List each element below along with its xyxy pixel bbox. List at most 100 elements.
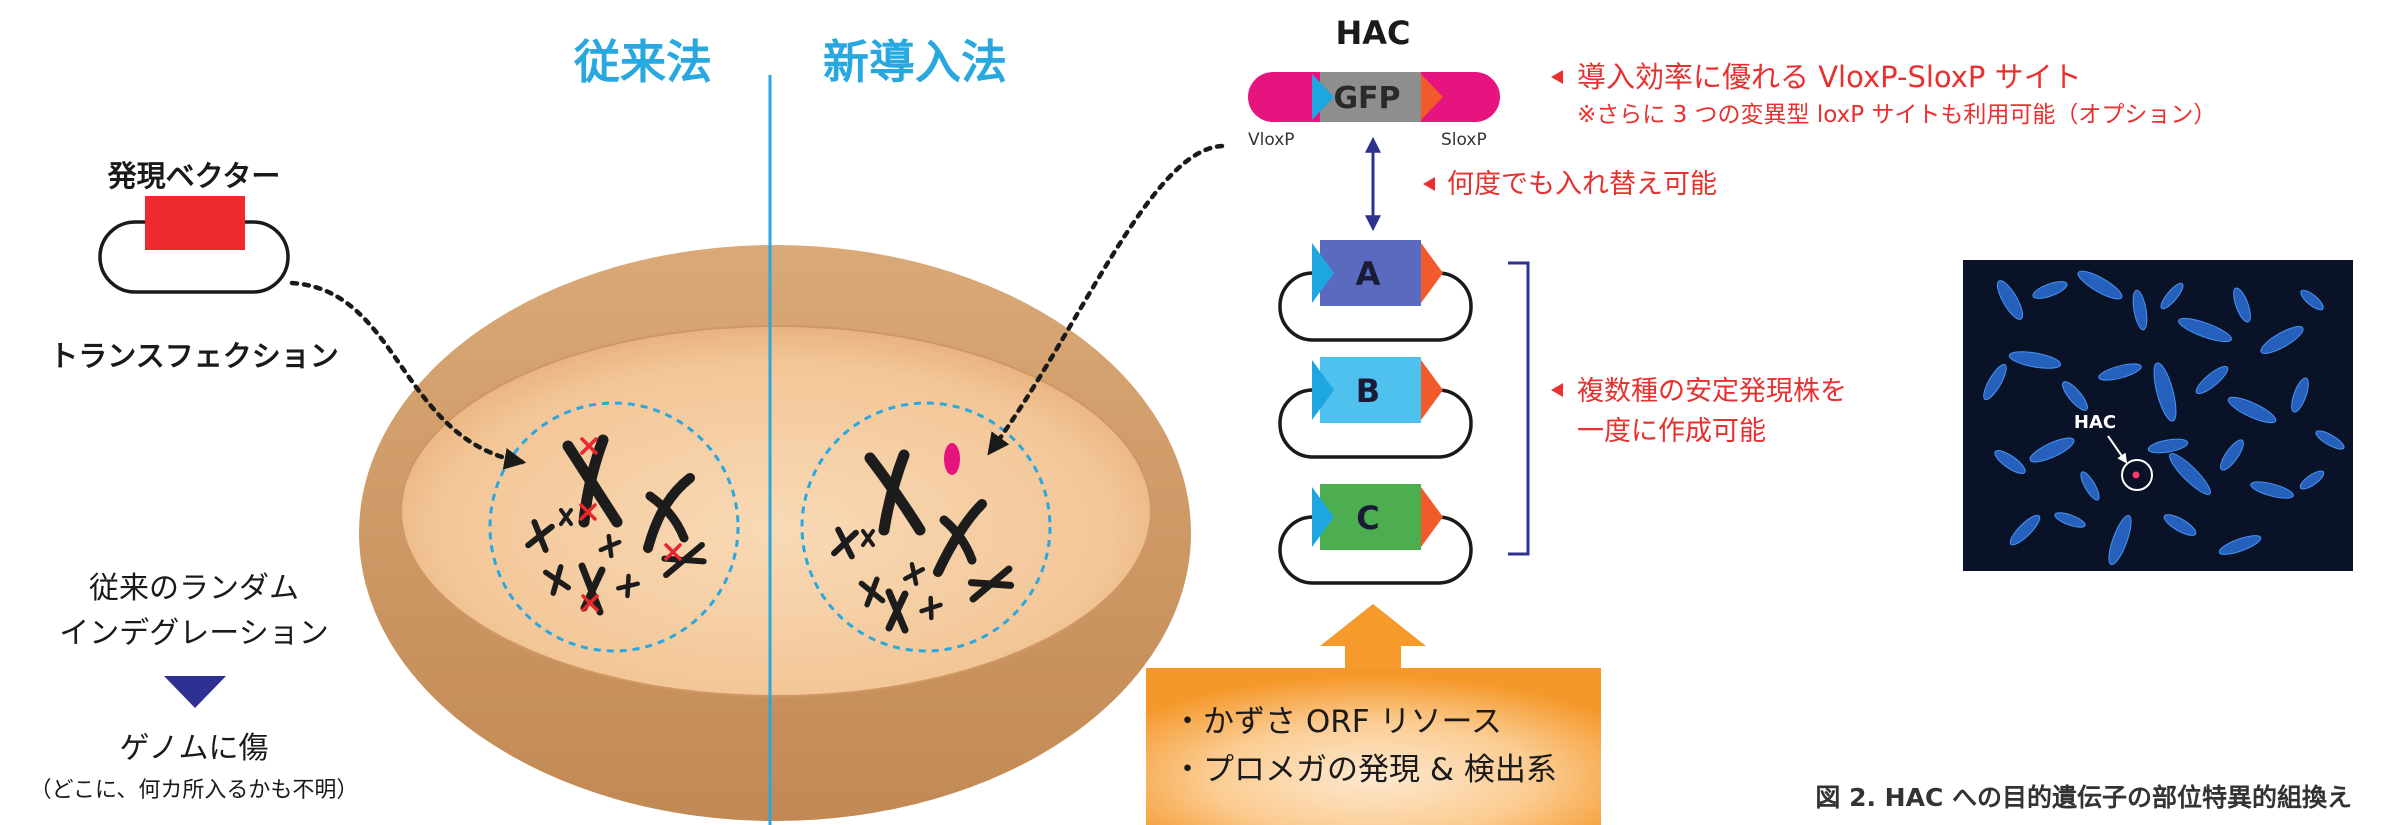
multi-line-note-line1: 複数種の安定発現株を [1577, 376, 1847, 407]
random-integration-line2: インデグレーション [59, 616, 328, 651]
sloxp-site-icon [1421, 74, 1443, 120]
integration-site-mark [579, 503, 597, 521]
stained-chromosome [2054, 512, 2086, 528]
genome-damage-note: （どこに、何カ所入るかも不明） [30, 778, 359, 803]
sloxp-label: SloxP [1441, 130, 1487, 150]
vloxp-site-icon [1312, 74, 1334, 120]
stained-chromosome [2260, 326, 2304, 354]
note-marker-icon [1423, 177, 1435, 191]
micrograph-pointer-arrow [2107, 435, 2128, 464]
chromosome [861, 529, 875, 547]
constructs-bracket [1508, 261, 1530, 556]
stained-chromosome [1996, 280, 2024, 320]
transfection-label: トランスフェクション [49, 339, 338, 373]
hac-signal [2132, 471, 2140, 479]
stained-chromosome [1983, 363, 2007, 401]
hac-vector: GFP [1248, 72, 1500, 122]
micrograph-chromosomes [1983, 270, 2345, 566]
transfection-arrow [289, 280, 527, 470]
stained-chromosome [2233, 287, 2251, 323]
stained-chromosome [2108, 514, 2132, 566]
construct-c: C [1278, 484, 1473, 585]
hac-highlight-circle [2121, 459, 2153, 491]
construct-a: A [1278, 240, 1473, 342]
stained-chromosome [2195, 365, 2229, 395]
construct-label: C [1356, 499, 1379, 537]
nucleus-boundary [488, 401, 740, 653]
chromosome [864, 449, 926, 536]
stained-chromosome [2032, 281, 2068, 299]
construct-b: B [1278, 357, 1473, 459]
stained-chromosome [2080, 471, 2100, 501]
chromosome [933, 499, 987, 577]
site-efficiency-note: 導入効率に優れる VloxP-SloxP サイト [1577, 60, 2082, 94]
stained-chromosome [2315, 430, 2345, 450]
up-arrow-shaft [1345, 644, 1401, 670]
nucleus-boundary [800, 401, 1052, 653]
construct-insert [1320, 484, 1421, 550]
stained-chromosome [2291, 377, 2309, 413]
stained-chromosome [2220, 439, 2244, 471]
stained-chromosome [2178, 317, 2232, 343]
resource-item: ・プロメガの発現 & 検出系 [1172, 752, 1557, 788]
construct-insert [1320, 357, 1421, 423]
hac-transfer-arrow [987, 143, 1225, 456]
conventional-method-label: 従来法 [573, 35, 712, 89]
expression-vector [98, 196, 290, 294]
stained-chromosome [2299, 470, 2325, 490]
construct-label: A [1356, 255, 1381, 293]
chromosome [919, 595, 943, 621]
chromosome [858, 576, 886, 608]
fish-micrograph: HAC [1963, 260, 2353, 571]
gfp-label: GFP [1333, 81, 1400, 116]
chromosome [559, 508, 573, 526]
stained-chromosome [2250, 481, 2294, 499]
resources-arrow: ・かずさ ORF リソース ・プロメガの発現 & 検出系 [1146, 604, 1601, 825]
integration-site-mark [664, 543, 682, 561]
hac-in-nucleus [944, 443, 960, 475]
integration-site-mark [580, 437, 598, 455]
sloxp-site-icon [1421, 487, 1443, 547]
genome-damage-label: ゲノムに傷 [119, 731, 268, 766]
chromosome [598, 533, 622, 559]
integration-site-mark [581, 594, 599, 612]
hac-title: HAC [1335, 14, 1410, 52]
note-marker-icon [1551, 383, 1563, 397]
nucleus-new-method [800, 401, 1052, 653]
stained-chromosome [2300, 289, 2324, 311]
stained-chromosome [2132, 289, 2148, 331]
chromosome [643, 473, 695, 553]
vloxp-site-icon [1312, 360, 1334, 420]
stained-chromosome [2147, 438, 2189, 454]
stained-chromosome [2218, 535, 2262, 555]
vector-insert [145, 196, 245, 250]
vloxp-label: VloxP [1248, 130, 1295, 150]
resources-box [1146, 668, 1601, 825]
chromosome [616, 573, 640, 599]
stained-chromosome [2009, 514, 2041, 546]
multi-line-note-line2: 一度に作成可能 [1577, 416, 1766, 447]
stained-chromosome [2153, 362, 2177, 422]
sloxp-site-icon [1421, 243, 1443, 303]
vector-label: 発現ベクター [107, 159, 281, 193]
stained-chromosome [2227, 396, 2277, 424]
stained-chromosome [2077, 270, 2123, 300]
construct-label: B [1356, 372, 1380, 410]
gfp-cassette [1320, 72, 1421, 122]
stained-chromosome [2169, 453, 2211, 495]
vloxp-site-icon [1312, 487, 1334, 547]
note-marker-icon [1551, 70, 1563, 84]
random-integration-line1: 従来のランダム [89, 571, 299, 606]
nucleus-conventional [488, 401, 740, 653]
vloxp-site-icon [1312, 243, 1334, 303]
up-arrow-head [1320, 604, 1426, 646]
chromosome [967, 565, 1015, 603]
chromosome [661, 541, 707, 579]
swap-note: 何度でも入れ替え可能 [1447, 169, 1717, 200]
stained-chromosome [2008, 351, 2062, 369]
resource-item: ・かずさ ORF リソース [1172, 704, 1502, 740]
stained-chromosome [1994, 450, 2026, 474]
stained-chromosome [2029, 437, 2075, 463]
site-option-note: ※さらに 3 つの変異型 loxP サイトも利用可能（オプション） [1577, 102, 2216, 128]
